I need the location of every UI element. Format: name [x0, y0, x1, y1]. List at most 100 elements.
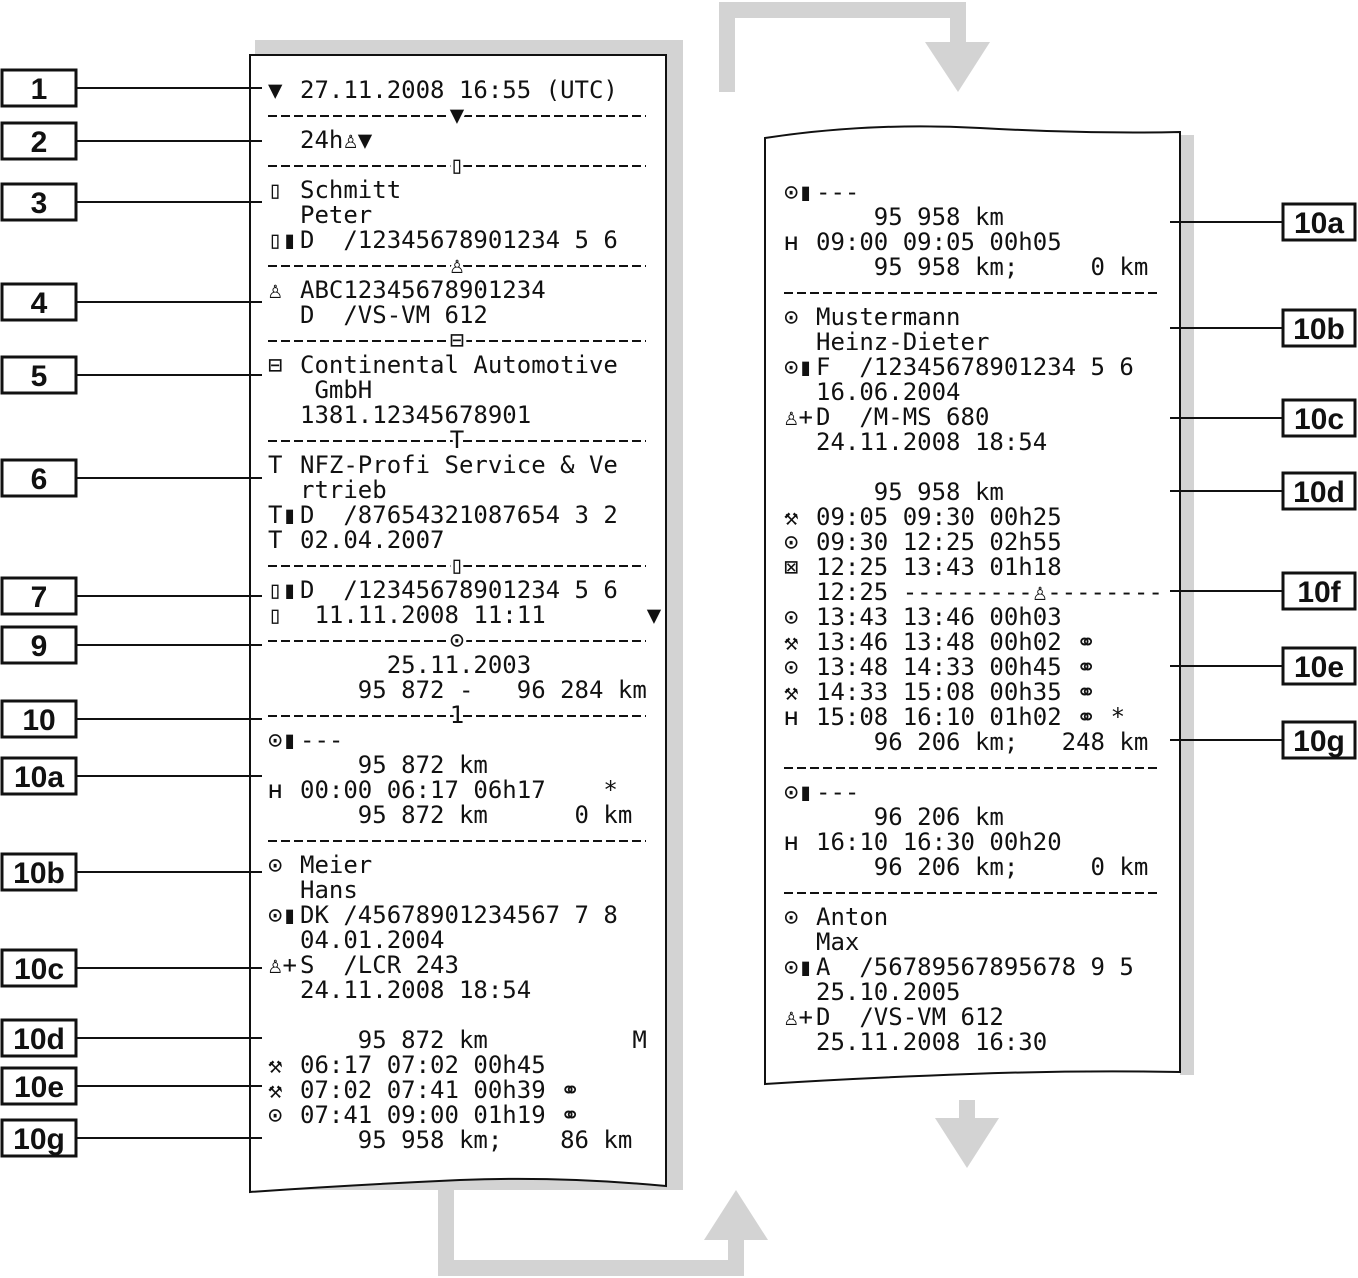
- callout-label: 3: [31, 187, 48, 220]
- flow-arrow-loop-head: [704, 1190, 768, 1240]
- flow-arrow-top-head: [925, 42, 990, 92]
- line-text: rtrieb: [300, 476, 387, 504]
- callout-box: [0, 852, 78, 892]
- line-text: 09:05 09:30 00h25: [816, 503, 1062, 531]
- line-symbol: ⊙▮: [268, 726, 297, 754]
- separator-symbol: 1: [450, 701, 464, 729]
- line-text: D /12345678901234 5 6: [300, 226, 618, 254]
- line-symbol: T: [268, 451, 282, 479]
- line-text: 25.10.2005: [816, 978, 961, 1006]
- callout-box: [1281, 571, 1357, 611]
- line-text: 24.11.2008 18:54: [300, 976, 531, 1004]
- line-symbol: ʜ: [784, 228, 798, 256]
- line-text: 07:41 09:00 01h19 ⚭: [300, 1101, 580, 1129]
- separator-symbol: ⊙: [450, 626, 464, 654]
- line-symbol: ⊙▮: [784, 178, 813, 206]
- line-symbol: ⊙: [268, 1101, 282, 1129]
- line-text: 13:46 13:48 00h02 ⚭: [816, 628, 1096, 656]
- line-text: D /12345678901234 5 6: [300, 576, 618, 604]
- callout-box: [1281, 308, 1357, 348]
- line-text: 04.01.2004: [300, 926, 445, 954]
- line-text: Mustermann: [816, 303, 961, 331]
- line-symbol: ▯: [268, 601, 282, 629]
- line-symbol: ⊙: [784, 303, 798, 331]
- line-text: Hans: [300, 876, 358, 904]
- flow-arrow-loop: [438, 1188, 744, 1276]
- line-text: 95 958 km; 86 km: [300, 1126, 632, 1154]
- line-text: 95 958 km: [816, 203, 1004, 231]
- callout-box: [1281, 471, 1357, 511]
- callout-label: 2: [31, 126, 48, 159]
- callout-box: [1281, 398, 1357, 438]
- callout-label: 10f: [1297, 576, 1341, 609]
- line-text: 13:43 13:46 00h03: [816, 603, 1062, 631]
- line-symbol: ♙+: [268, 951, 297, 979]
- line-symbol: ⚒: [268, 1051, 282, 1079]
- line-text: 27.11.2008 16:55 (UTC): [300, 76, 618, 104]
- callout-label: 10c: [14, 953, 64, 986]
- line-text: D /87654321087654 3 2: [300, 501, 618, 529]
- callout-label: 5: [31, 360, 48, 393]
- line-text: D /VS-VM 612: [300, 301, 488, 329]
- callout-box: [0, 1118, 78, 1158]
- line-text: Heinz-Dieter: [816, 328, 989, 356]
- line-text: ABC12345678901234: [300, 276, 546, 304]
- line-text: 15:08 16:10 01h02 ⚭ *: [816, 703, 1125, 731]
- line-symbol: ⊙▮: [784, 353, 813, 381]
- callout-label: 10a: [1294, 207, 1344, 240]
- line-text: 07:02 07:41 00h39 ⚭: [300, 1076, 580, 1104]
- line-symbol: ▯▮: [268, 226, 297, 254]
- line-text: S /LCR 243: [300, 951, 459, 979]
- line-symbol: ♙+: [784, 1003, 813, 1031]
- callout-label: 7: [31, 581, 48, 614]
- line-symbol: T▮: [268, 501, 297, 529]
- callout-box: [0, 121, 78, 161]
- line-text: Anton: [816, 903, 888, 931]
- callout-label: 6: [31, 463, 48, 496]
- line-text: ---: [816, 778, 859, 806]
- line-text: 13:48 14:33 00h45 ⚭: [816, 653, 1096, 681]
- callout-label: 10: [22, 704, 55, 737]
- line-symbol: ⊙: [784, 603, 798, 631]
- line-symbol: ⊙: [784, 653, 798, 681]
- line-text: 95 872 km: [300, 751, 488, 779]
- line-text: 11.11.2008 11:11 ▼: [300, 601, 662, 629]
- callout-label: 10g: [1293, 725, 1345, 758]
- line-text: Max: [816, 928, 859, 956]
- line-text: 02.04.2007: [300, 526, 445, 554]
- callout-label: 1: [31, 73, 48, 106]
- line-symbol: ⊙▮: [268, 901, 297, 929]
- line-text: 00:00 06:17 06h17 *: [300, 776, 618, 804]
- line-text: 25.11.2003: [300, 651, 531, 679]
- line-symbol: T: [268, 526, 282, 554]
- callout-label: 9: [31, 630, 48, 663]
- separator-symbol: ▼: [450, 101, 465, 129]
- line-text: NFZ-Profi Service & Ve: [300, 451, 618, 479]
- line-text: 12:25 ---------♙--------: [816, 578, 1163, 606]
- line-text: 16:10 16:30 00h20: [816, 828, 1062, 856]
- left-paper-strip: ▼27.11.2008 16:55 (UTC)▼24h♙▼▯▯SchmittPe…: [249, 40, 683, 1194]
- line-text: Peter: [300, 201, 372, 229]
- line-text: 09:30 12:25 02h55: [816, 528, 1062, 556]
- line-text: Meier: [300, 851, 372, 879]
- line-text: 95 872 - 96 284 km: [300, 676, 647, 704]
- separator-symbol: ▯: [450, 151, 464, 179]
- flow-arrows: [438, 2, 999, 1276]
- line-symbol: ʜ: [268, 776, 282, 804]
- callout-label: 10g: [13, 1123, 65, 1156]
- line-text: 1381.12345678901: [300, 401, 531, 429]
- line-text: D /VS-VM 612: [816, 1003, 1004, 1031]
- left-strip-paper: [249, 54, 667, 1194]
- line-text: 95 872 km M: [300, 1026, 647, 1054]
- callout-box: [0, 182, 78, 222]
- callout-label: 4: [31, 287, 48, 320]
- line-text: Continental Automotive: [300, 351, 618, 379]
- line-text: 95 958 km; 0 km: [816, 253, 1148, 281]
- line-symbol: ʜ: [784, 828, 798, 856]
- callout-label: 10e: [1294, 651, 1344, 684]
- callout-label: 10d: [13, 1023, 65, 1056]
- callout-label: 10b: [1293, 313, 1345, 346]
- separator-symbol: T: [450, 426, 464, 454]
